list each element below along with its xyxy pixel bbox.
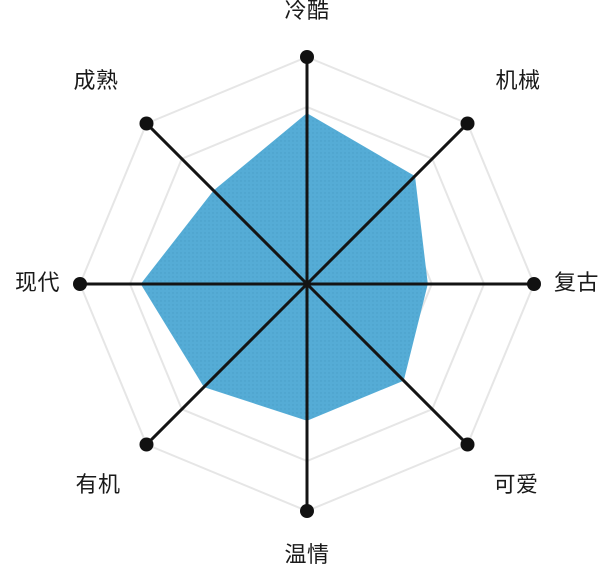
axis-endpoint-dot-2 [527, 277, 541, 291]
axis-endpoint-dot-3 [460, 437, 475, 452]
axis-label-wenqing: 温情 [284, 543, 330, 568]
axis-endpoint-dot-7 [139, 116, 154, 131]
axis-label-keai: 可爱 [493, 472, 539, 498]
axis-label-lengku: 冷酷 [284, 0, 330, 24]
axis-endpoint-dots [73, 50, 541, 518]
axis-spoke-5 [145, 282, 309, 446]
axis-spoke-3 [305, 282, 469, 446]
axis-endpoint-dot-6 [73, 277, 87, 291]
axis-label-xiandai: 现代 [15, 271, 61, 296]
axis-lines [80, 57, 534, 511]
axis-label-chengshu: 成熟 [73, 69, 119, 95]
axis-endpoint-dot-0 [300, 50, 314, 64]
axis-spoke-7 [145, 122, 309, 286]
axis-label-youji: 有机 [75, 472, 121, 498]
axis-endpoint-dot-5 [139, 437, 154, 452]
axis-endpoint-dot-1 [460, 116, 475, 131]
axis-label-jixie: 机械 [495, 69, 541, 95]
axis-endpoint-dot-4 [300, 504, 314, 518]
axis-spoke-1 [305, 122, 469, 286]
axis-label-fugu: 复古 [554, 271, 600, 296]
